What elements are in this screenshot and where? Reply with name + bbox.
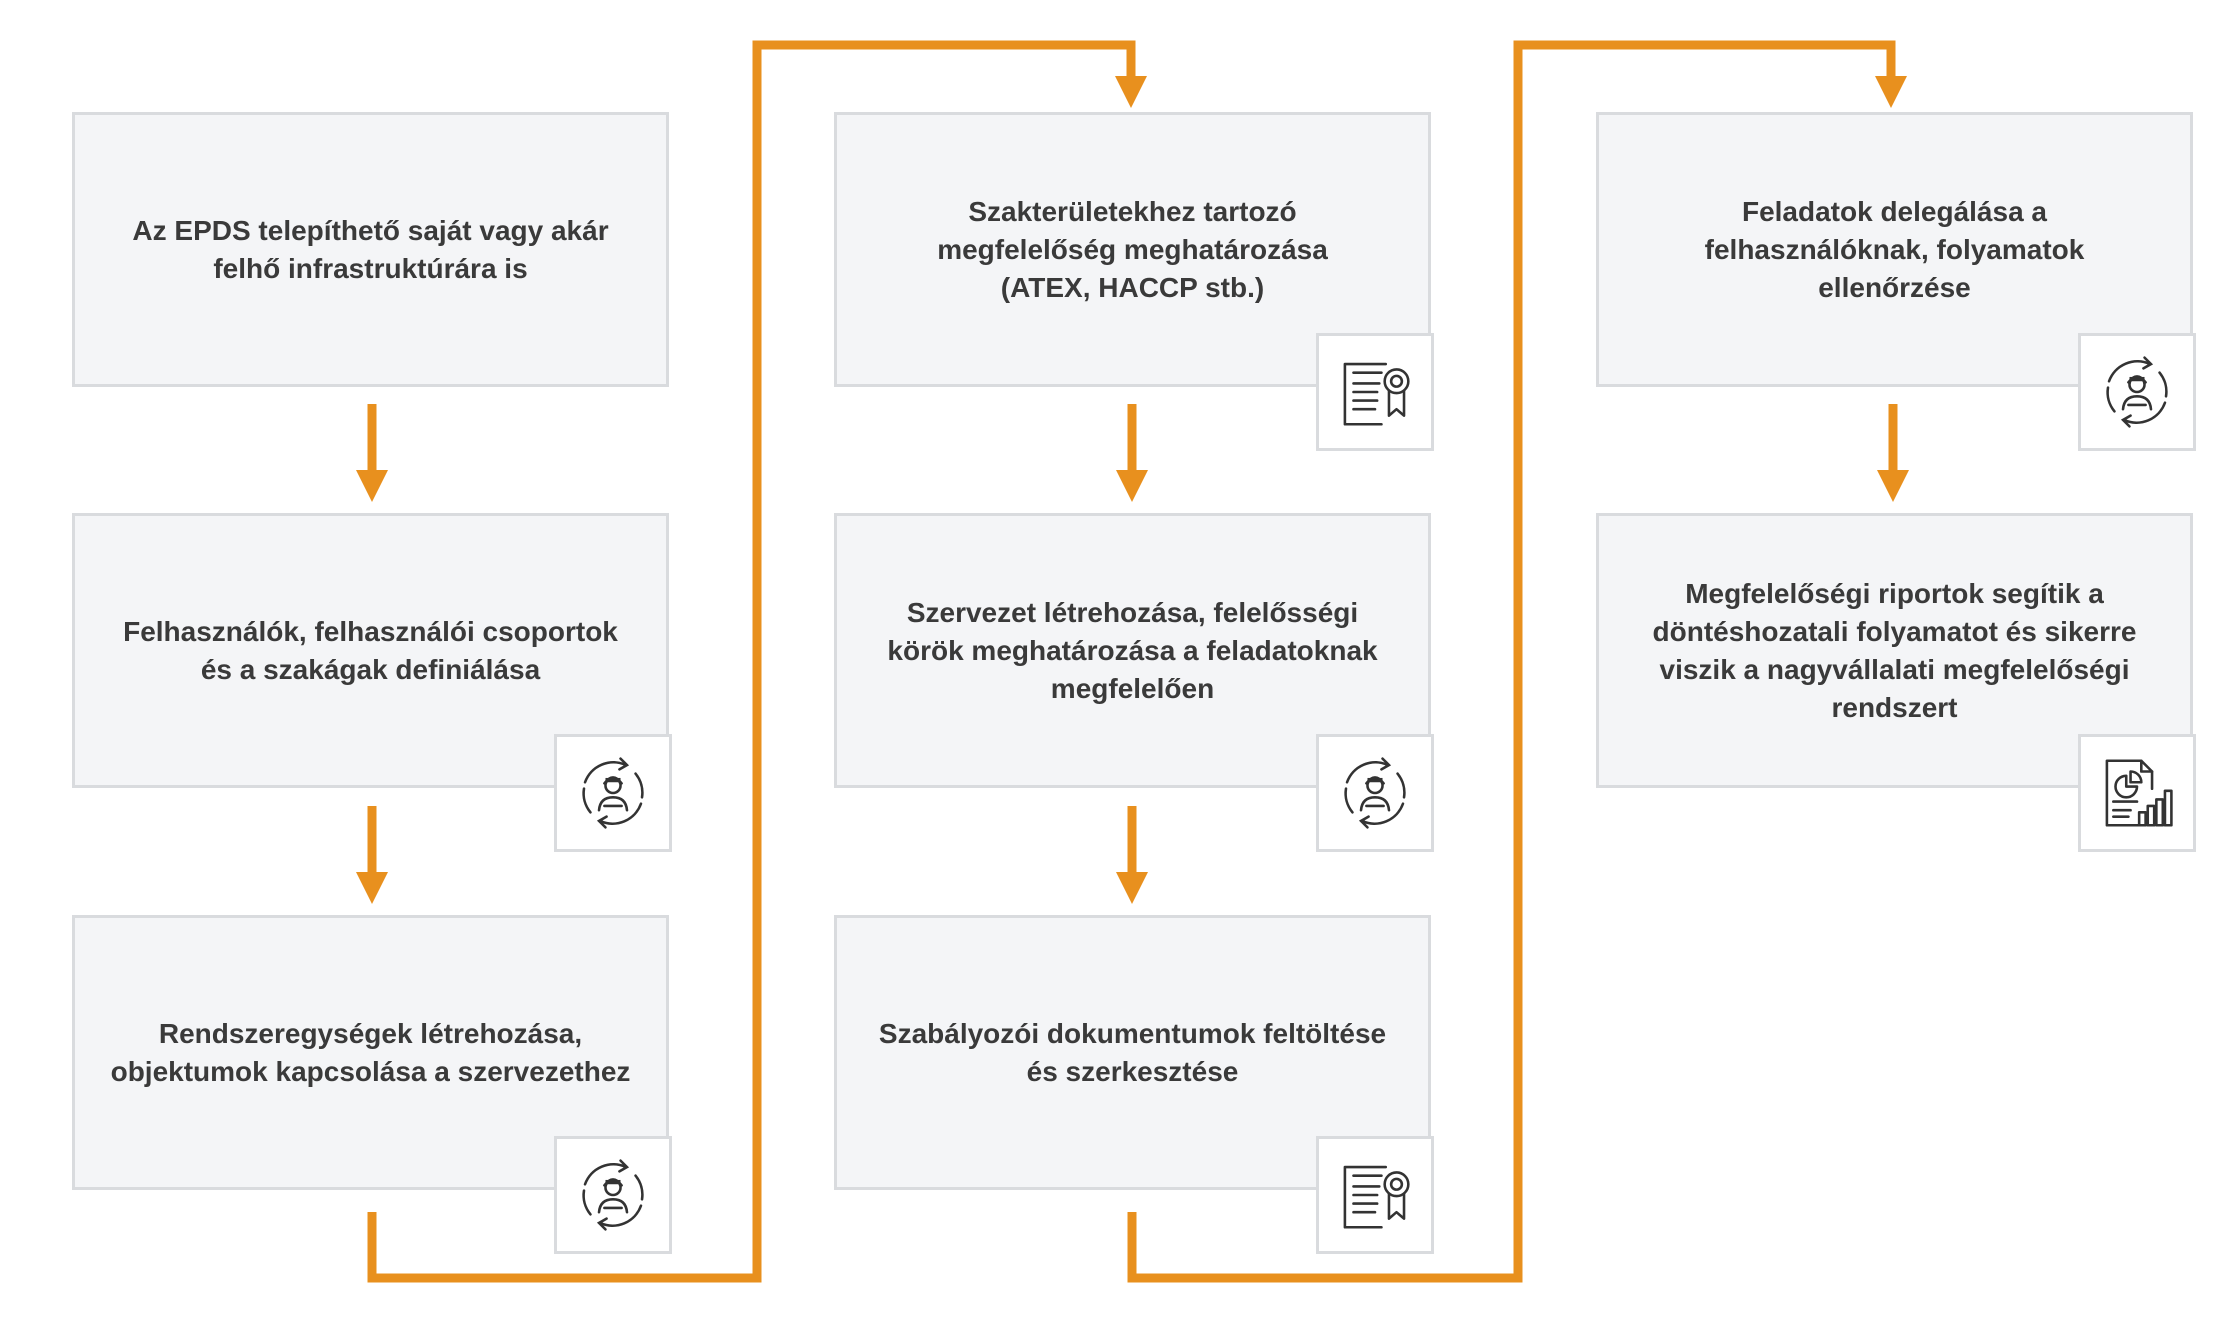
- arrowhead-2-3: [356, 872, 388, 904]
- certificate-icon: [1343, 362, 1410, 426]
- step-6-text: Szabályozói dokumentumok feltöltése és s…: [878, 1017, 1387, 1087]
- step-6-icon-badge: [1316, 1136, 1434, 1254]
- connector-3-4: [367, 40, 1136, 1283]
- arrowhead-7-8: [1877, 470, 1909, 502]
- step-4-icon-badge: [1316, 333, 1434, 451]
- step-8-text: Megfelelőségi riportok segítik a döntésh…: [1652, 577, 2137, 723]
- step-2-text: Felhasználók, felhasználói csoportok és …: [123, 615, 618, 685]
- arrowhead-6-7: [1875, 76, 1907, 108]
- arrowhead-5-6: [1116, 872, 1148, 904]
- user-cycle-icon: [2106, 356, 2168, 428]
- step-1-box: Az EPDS telepíthető saját vagy akár felh…: [72, 112, 669, 387]
- step-4-text: Szakterületekhez tartozó megfelelőség me…: [937, 195, 1328, 303]
- user-cycle-icon: [1344, 757, 1406, 829]
- step-8-icon-badge: [2078, 734, 2196, 852]
- step-2-icon-badge: [554, 734, 672, 852]
- step-3-icon-badge: [554, 1136, 672, 1254]
- arrowhead-4-5: [1116, 470, 1148, 502]
- step-7-icon-badge: [2078, 333, 2196, 451]
- arrowhead-1-2: [356, 470, 388, 502]
- report-chart-icon: [2105, 759, 2173, 827]
- step-3-text: Rendszeregységek létrehozása, objektumok…: [110, 1017, 631, 1087]
- step-5-icon-badge: [1316, 734, 1434, 852]
- step-5-text: Szervezet létrehozása, felelősségi körök…: [887, 596, 1378, 704]
- certificate-icon: [1343, 1165, 1410, 1229]
- arrowhead-3-4: [1115, 76, 1147, 108]
- user-cycle-icon: [582, 1159, 644, 1231]
- connector-6-7: [1127, 40, 1896, 1283]
- step-7-text: Feladatok delegálása a felhasználóknak, …: [1704, 195, 2085, 303]
- user-cycle-icon: [582, 757, 644, 829]
- step-1-text: Az EPDS telepíthető saját vagy akár felh…: [132, 214, 609, 284]
